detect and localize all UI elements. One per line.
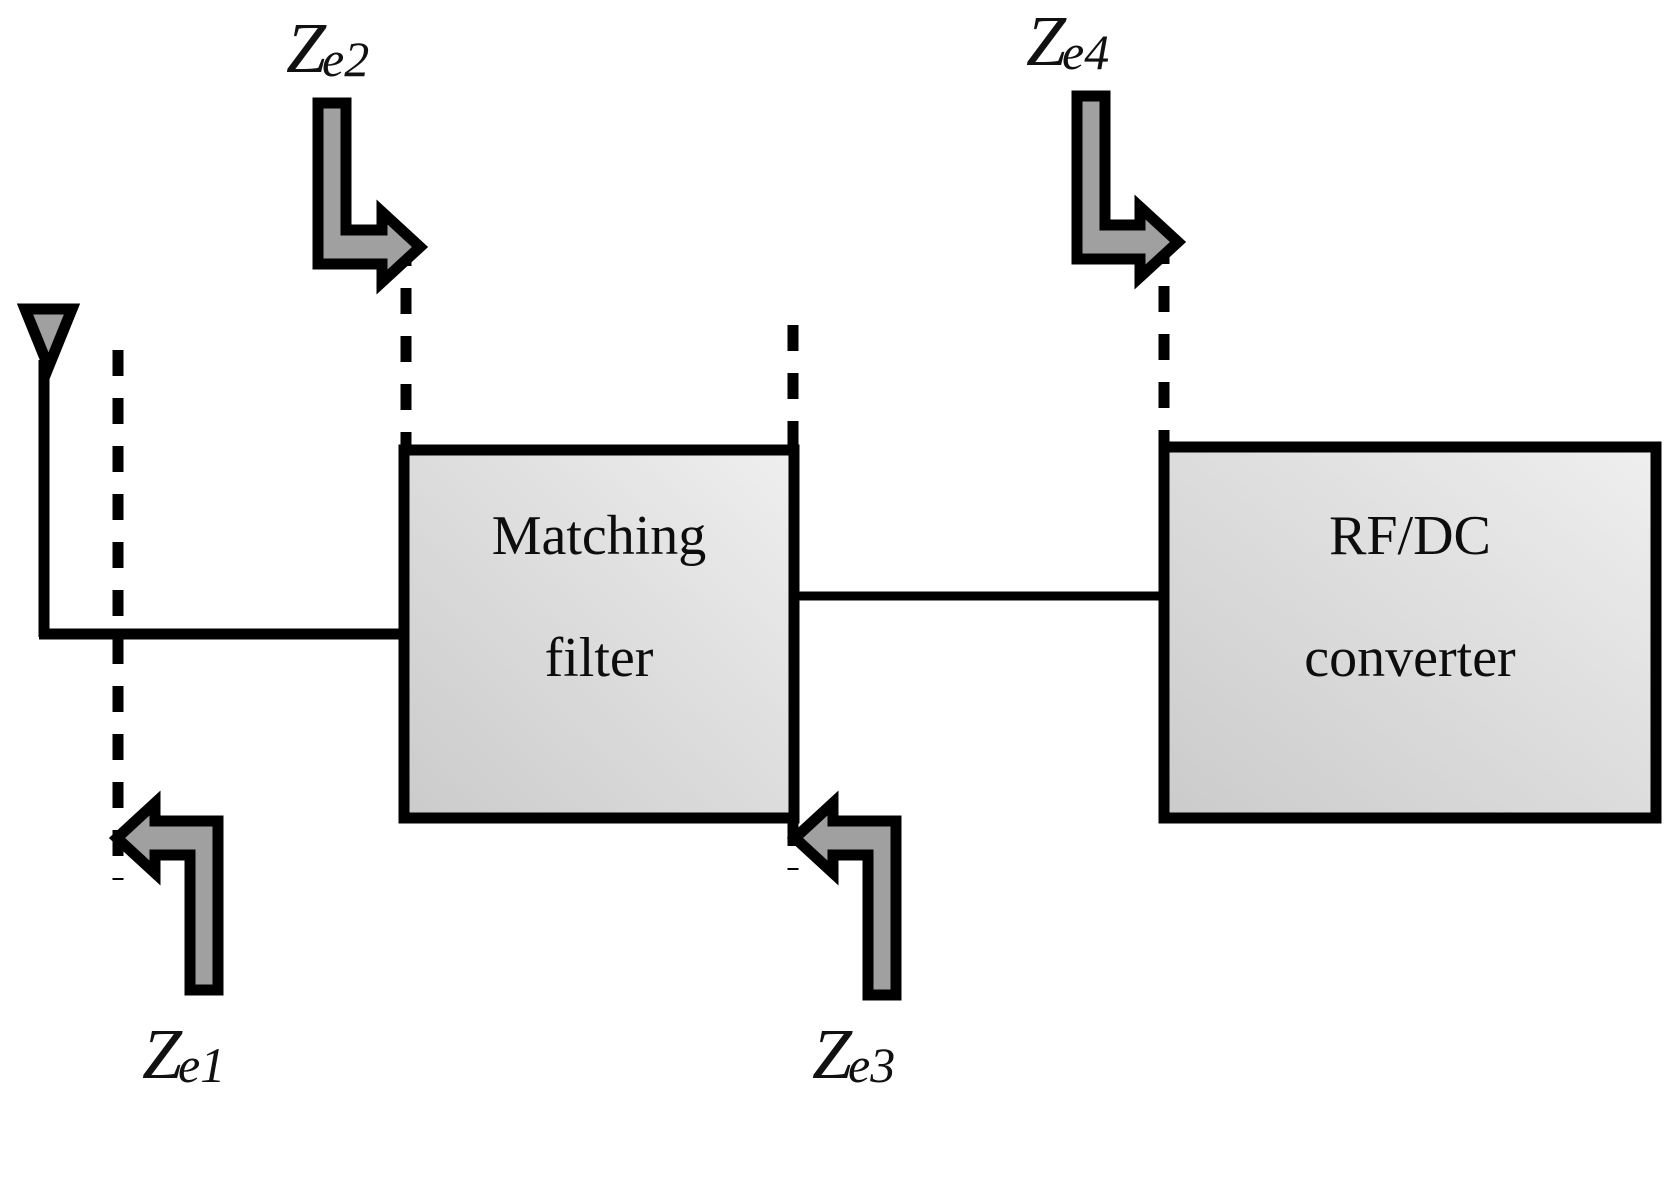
ze1-symbol: Z <box>142 1014 183 1094</box>
ze1-label: Ze1 <box>142 1018 225 1090</box>
ze4-arrow-icon <box>1071 90 1187 290</box>
ze4-label: Ze4 <box>1026 5 1109 77</box>
block-matching-filter <box>398 444 800 824</box>
ze2-symbol: Z <box>286 8 327 88</box>
ze3-subscript: e3 <box>848 1037 896 1094</box>
ze4-symbol: Z <box>1026 1 1067 81</box>
antenna-icon <box>16 303 81 637</box>
ze1-arrow-icon <box>108 790 224 996</box>
ze3-label: Ze3 <box>812 1018 895 1090</box>
block-rf-dc-converter <box>1158 441 1662 824</box>
ze1-subscript: e1 <box>178 1037 226 1094</box>
ze2-label: Ze2 <box>286 12 369 84</box>
ze2-arrow-icon <box>312 97 429 295</box>
ze3-arrow-icon <box>786 790 902 1001</box>
ze2-subscript: e2 <box>322 31 370 88</box>
ze4-subscript: e4 <box>1062 24 1110 81</box>
ze3-symbol: Z <box>812 1014 853 1094</box>
